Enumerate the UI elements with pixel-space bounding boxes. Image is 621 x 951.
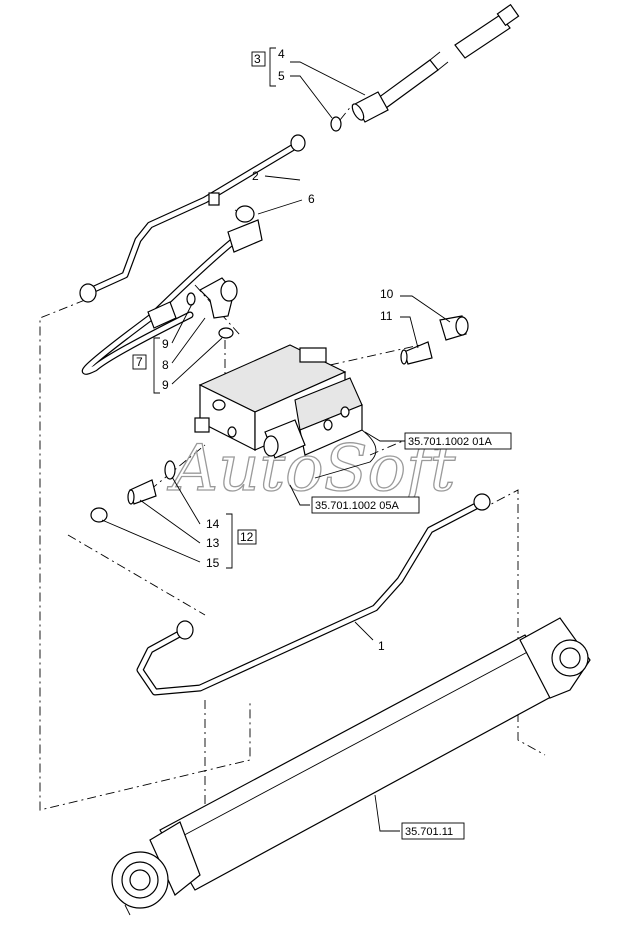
callout-7: 7 <box>136 355 143 369</box>
o-ring-5 <box>330 116 342 132</box>
callout-9-lower: 9 <box>162 378 169 392</box>
ref-valve-05a: 35.701.1002 05A <box>315 500 399 512</box>
leader-lines <box>101 61 451 832</box>
callout-3: 3 <box>254 52 261 66</box>
callout-13: 13 <box>206 536 220 550</box>
ref-cylinder: 35.701.11 <box>405 826 453 838</box>
fitting-10-11 <box>400 315 469 365</box>
callout-14: 14 <box>206 517 220 531</box>
callout-9-upper: 9 <box>162 337 169 351</box>
callout-15: 15 <box>206 556 220 570</box>
callout-2: 2 <box>252 169 259 183</box>
callout-4: 4 <box>278 47 285 61</box>
callout-labels: 3 4 5 2 6 7 9 8 9 10 11 14 13 15 12 1 <box>132 47 394 653</box>
pipe-2 <box>79 134 306 303</box>
ref-valve-01a: 35.701.1002 01A <box>408 436 492 448</box>
pipe-1 <box>136 493 491 696</box>
callout-12: 12 <box>240 530 254 544</box>
hose-6 <box>81 205 263 375</box>
fitting-13-14-15 <box>90 460 176 523</box>
elbow-fitting-8 <box>186 277 238 339</box>
group-brackets <box>153 47 276 569</box>
hydraulic-cylinder <box>111 617 591 916</box>
reference-boxes: 35.701.1002 01A 35.701.1002 05A 35.701.1… <box>311 432 512 840</box>
callout-8: 8 <box>162 358 169 372</box>
callout-11: 11 <box>380 309 393 323</box>
callout-6: 6 <box>308 192 315 206</box>
callout-5: 5 <box>278 69 285 83</box>
valve-block <box>194 344 377 479</box>
hose-4 <box>351 3 520 123</box>
callout-1: 1 <box>378 639 385 653</box>
callout-10: 10 <box>380 287 394 301</box>
